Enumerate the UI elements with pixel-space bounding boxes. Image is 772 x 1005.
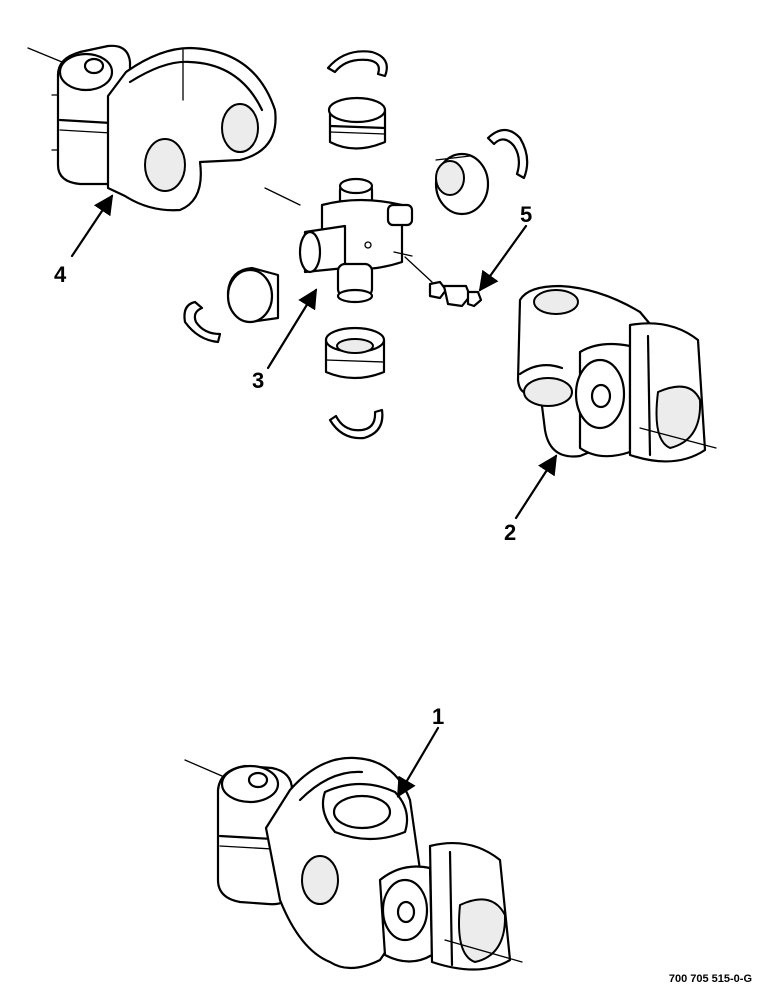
document-number: 700 705 515-0-G [669, 973, 752, 985]
bearing-cup-right [434, 152, 490, 216]
cross-part-3 [264, 177, 414, 304]
retaining-ring-bottom [328, 408, 384, 440]
assembled-joint-part-1 [184, 756, 523, 971]
callout-4: 4 [54, 262, 67, 287]
retaining-ring-left [183, 300, 222, 344]
arrow-1 [396, 726, 440, 798]
bearing-cup-bottom [324, 326, 386, 380]
callout-3: 3 [252, 368, 264, 393]
bearing-cup-top [327, 96, 387, 150]
arrow-4 [70, 194, 114, 258]
arrow-2 [514, 454, 558, 520]
yoke-part-2 [516, 284, 717, 463]
bearing-cup-left [226, 266, 280, 324]
retaining-ring-top [326, 50, 388, 78]
callout-2: 2 [504, 520, 516, 545]
arrow-5 [478, 224, 528, 292]
retaining-ring-right [486, 128, 529, 180]
callout-5: 5 [520, 202, 532, 227]
arrow-3 [266, 288, 318, 370]
callout-1: 1 [432, 704, 444, 729]
grease-fitting-part-5 [404, 256, 483, 308]
yoke-part-4 [27, 44, 277, 212]
